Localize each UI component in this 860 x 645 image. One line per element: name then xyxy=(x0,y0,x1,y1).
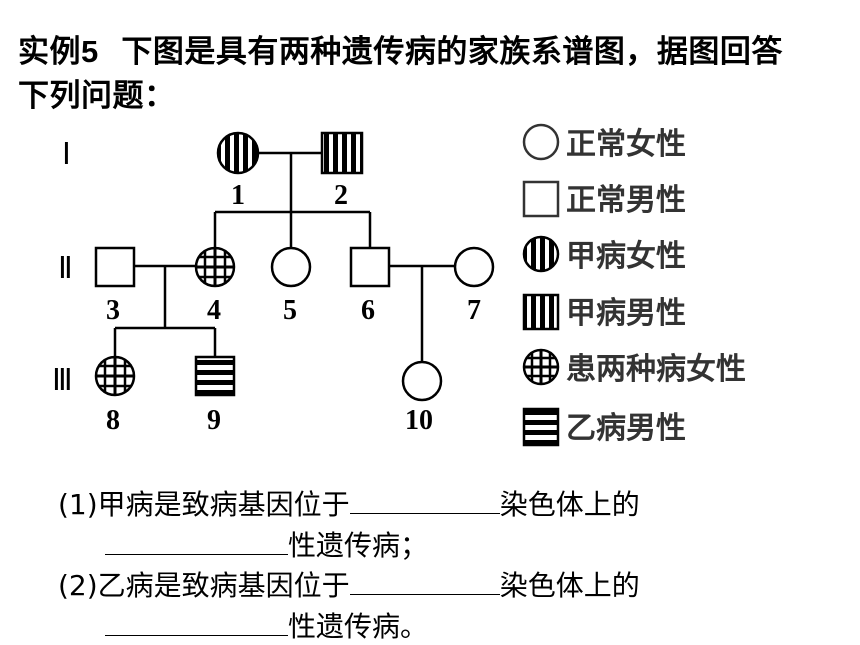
square-horizontal-stripes-icon xyxy=(522,407,560,447)
question-1-text-c: 性遗传病； xyxy=(288,529,429,562)
legend-label-a-male: 甲病男性 xyxy=(566,296,686,331)
individual-label-4: 4 xyxy=(207,295,221,326)
question-1-line2: 性遗传病； xyxy=(105,524,428,564)
legend-label-b-male: 乙病男性 xyxy=(566,411,686,446)
individual-label-2: 2 xyxy=(334,180,348,211)
individual-label-1: 1 xyxy=(231,180,245,211)
question-1-blank-2[interactable] xyxy=(105,528,288,555)
pedigree-diagram: Ⅰ Ⅱ Ⅲ 1 2 3 4 5 6 7 xyxy=(52,123,746,447)
individual-2-affected-a-male xyxy=(320,131,364,175)
circle-empty-icon xyxy=(522,123,560,161)
individual-label-10: 10 xyxy=(405,405,433,436)
question-1-text-b: 染色体上的 xyxy=(499,488,640,521)
question-1-text-a: 甲病是致病基因位于 xyxy=(97,488,350,521)
square-vertical-stripes-icon xyxy=(522,293,560,331)
question-2-line2: 性遗传病。 xyxy=(105,605,428,645)
individual-label-9: 9 xyxy=(207,405,221,436)
legend-label-both-female: 患两种病女性 xyxy=(566,352,746,387)
question-2-blank-2[interactable] xyxy=(105,609,288,636)
question-1-number: (1) xyxy=(58,488,98,521)
problem-text-line1: 下图是具有两种遗传病的家族系谱图，据图回答 xyxy=(121,34,783,70)
individual-label-7: 7 xyxy=(467,295,481,326)
circle-grid-icon xyxy=(522,348,560,386)
generation-label-1: Ⅰ xyxy=(62,138,71,171)
question-2-line1: (2)乙病是致病基因位于 染色体上的 xyxy=(58,564,640,604)
individual-10-normal-female xyxy=(401,360,443,402)
legend-label-a-female: 甲病女性 xyxy=(566,239,686,274)
individual-7-normal-female xyxy=(453,246,495,288)
individual-label-8: 8 xyxy=(106,405,120,436)
individual-1-affected-a-female xyxy=(216,131,260,175)
generation-label-3: Ⅲ xyxy=(52,364,73,397)
individual-3-normal-male xyxy=(94,246,136,288)
individual-8-both-diseases-female xyxy=(94,355,136,397)
individual-9-affected-b-male xyxy=(194,355,236,397)
problem-title-line2: 下列问题： xyxy=(18,78,176,114)
problem-title-line1: 实例5 下图是具有两种遗传病的家族系谱图，据图回答 xyxy=(18,26,783,71)
question-2-text-c: 性遗传病。 xyxy=(288,610,429,643)
question-2-text-b: 染色体上的 xyxy=(499,569,640,602)
individual-label-3: 3 xyxy=(106,295,120,326)
generation-label-2: Ⅱ xyxy=(58,252,73,285)
square-empty-icon xyxy=(522,180,560,218)
circle-vertical-stripes-icon xyxy=(522,235,560,273)
individual-label-6: 6 xyxy=(361,295,375,326)
individual-label-5: 5 xyxy=(283,295,297,326)
legend-label-normal-male: 正常男性 xyxy=(566,183,686,218)
legend-label-normal-female: 正常女性 xyxy=(566,127,686,162)
question-2-blank-1[interactable] xyxy=(349,568,500,595)
individual-5-normal-female xyxy=(270,246,312,288)
question-1-blank-1[interactable] xyxy=(349,487,500,514)
example-number: 5 xyxy=(81,34,99,69)
legend: 正常女性 正常男性 甲病女性 甲病男性 患两种病女性 乙病男性 xyxy=(522,123,746,447)
example-label: 实例 xyxy=(18,34,81,70)
pedigree-lines xyxy=(113,151,455,362)
question-2-number: (2) xyxy=(58,569,98,602)
question-2-text-a: 乙病是致病基因位于 xyxy=(97,569,350,602)
individual-6-normal-male xyxy=(349,246,391,288)
individual-4-both-diseases-female xyxy=(194,246,236,288)
question-1-line1: (1)甲病是致病基因位于 染色体上的 xyxy=(58,483,640,523)
